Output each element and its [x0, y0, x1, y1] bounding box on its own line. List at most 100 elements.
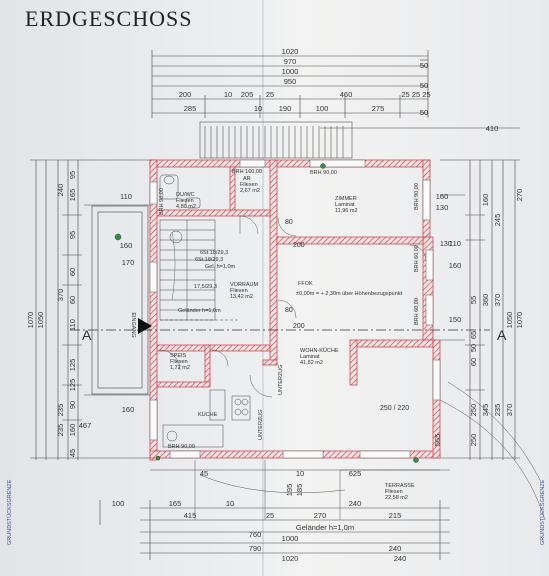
dim-label: 90	[68, 401, 77, 409]
dim-label: 950	[284, 77, 297, 86]
door-swings	[159, 215, 427, 398]
door-label: 200	[293, 242, 305, 249]
brh-label: BRH 60,00	[414, 245, 420, 272]
dim-label: 370	[56, 289, 65, 302]
room-floor: Fliesen	[170, 359, 188, 365]
room-zimmer: ZIMMER Laminat 11,96 m2	[335, 196, 358, 214]
dim-label: 160	[122, 405, 135, 414]
stair-label: 17,5/29,3	[194, 284, 217, 290]
dim-label: 625	[349, 469, 362, 478]
dim-label: 190	[279, 104, 292, 113]
dim-label: 160	[449, 261, 462, 270]
right-dimensions	[440, 159, 520, 460]
dim-label: 110	[120, 192, 132, 201]
paper-fold	[262, 0, 264, 576]
dim-label: 565	[433, 434, 442, 447]
room-name: DU/WC	[176, 192, 195, 198]
dim-label: 160	[68, 424, 77, 437]
dim-label: 100	[112, 499, 125, 508]
room-floor: Fliesen	[385, 489, 403, 495]
dim-label: 160	[481, 194, 490, 207]
room-area: 13,42 m2	[230, 294, 253, 300]
dim-label: 25 25 25	[401, 90, 430, 99]
section-label-left: A	[82, 327, 92, 343]
section-label-right: A	[497, 327, 507, 343]
room-area: 11,96 m2	[335, 208, 358, 214]
dim-label: 60	[68, 296, 77, 304]
dim-label: 250	[469, 404, 478, 417]
top-dimension-labels: 1020 970 1000 950 200 10 205 25 460 25 2…	[179, 47, 499, 133]
fixtures	[159, 174, 251, 448]
dim-label: 760	[249, 530, 262, 539]
room-wohnkueche: WOHN-KÜCHE Laminat 41,82 m2	[300, 347, 339, 366]
dim-label: 150	[449, 315, 462, 324]
dim-label: 970	[284, 57, 297, 66]
dim-label: 25	[266, 511, 274, 520]
dim-label: 130	[436, 203, 449, 212]
boundary-label-right: GRUNDSTÜCKSGRENZE	[539, 479, 546, 545]
dim-label: 275	[372, 104, 385, 113]
dim-label: 165	[169, 499, 182, 508]
dim-label: 160	[120, 241, 133, 250]
dim-label: 1070	[26, 312, 35, 329]
bottom-dimensions	[99, 469, 450, 560]
dim-label: 195	[285, 484, 294, 497]
window-label: 130	[440, 241, 452, 248]
room-duwc: DU/WC Fliesen 4,80 m2	[176, 192, 196, 210]
room-name: VORRAUM	[230, 282, 259, 288]
stair-label: Gel. h=1,0m	[205, 264, 236, 270]
dim-label: 1050	[505, 312, 514, 329]
room-name: KÜCHE	[198, 411, 218, 418]
dim-label: 370	[505, 404, 514, 417]
room-floor: Fliesen	[176, 198, 194, 204]
brh-label: BRH 60,00	[414, 298, 420, 325]
dim-label: 235	[493, 404, 502, 417]
dim-label: 245	[493, 214, 502, 227]
dim-label: 50	[420, 108, 428, 117]
room-name: WOHN-KÜCHE	[300, 347, 339, 354]
room-name: AR	[243, 176, 251, 182]
room-speis: SPEIS Fliesen 1,72 m2	[170, 353, 190, 371]
door-label: 80	[285, 219, 293, 226]
beam-label: UNTERZUG	[258, 409, 264, 440]
room-name: SPEIS	[170, 353, 187, 359]
dim-label: 460	[340, 90, 353, 99]
dim-label: 250	[469, 434, 478, 447]
dim-label: 1000	[282, 534, 299, 543]
dim-label: 410	[486, 124, 499, 133]
room-floor: Fliesen	[230, 288, 248, 294]
dim-label: 25	[266, 90, 274, 99]
dim-label: 45	[68, 449, 77, 457]
dim-label: 95	[68, 231, 77, 239]
bottom-dimension-labels: 45 10 625 100 165 10 240 415 270 215 25 …	[112, 434, 442, 563]
room-area: 2,67 m2	[240, 188, 260, 194]
entrance-arrow-icon	[138, 318, 152, 334]
room-ar: AR Fliesen 2,67 m2	[240, 176, 260, 194]
dim-label: 215	[389, 511, 402, 520]
window-label: 250 / 220	[380, 405, 409, 412]
room-area: 1,72 m2	[170, 365, 190, 371]
dim-label: 45	[200, 469, 208, 478]
dim-label: 200	[179, 90, 192, 99]
dim-label: 10	[254, 104, 262, 113]
left-dimensions	[30, 159, 150, 460]
boundary-label-left: GRUNDSTÜCKSGRENZE	[6, 479, 13, 545]
door-label: 200	[293, 323, 305, 330]
dim-label: 125	[68, 379, 77, 392]
staircase	[159, 219, 240, 321]
dim-label: 270	[314, 511, 327, 520]
room-name: ZIMMER	[335, 196, 357, 202]
door-label: 80	[285, 307, 293, 314]
railing-label: Geländer h=1,0m	[178, 308, 221, 314]
room-name: TERRASSE	[385, 483, 415, 489]
dim-label: 65	[469, 331, 478, 339]
level-label: ±0,00m = + 2,30m über Höhenbezugspunkt	[296, 291, 403, 297]
dim-label: 185	[295, 484, 304, 497]
dim-label: 1000	[282, 67, 299, 76]
room-area: 41,82 m2	[300, 360, 323, 366]
brh-label: BRH 160,00	[232, 169, 262, 175]
room-vorraum: VORRAUM Fliesen 13,42 m2	[230, 282, 259, 300]
stair-label: 6St.18/29,3	[195, 257, 223, 263]
dim-label: 345	[481, 404, 490, 417]
